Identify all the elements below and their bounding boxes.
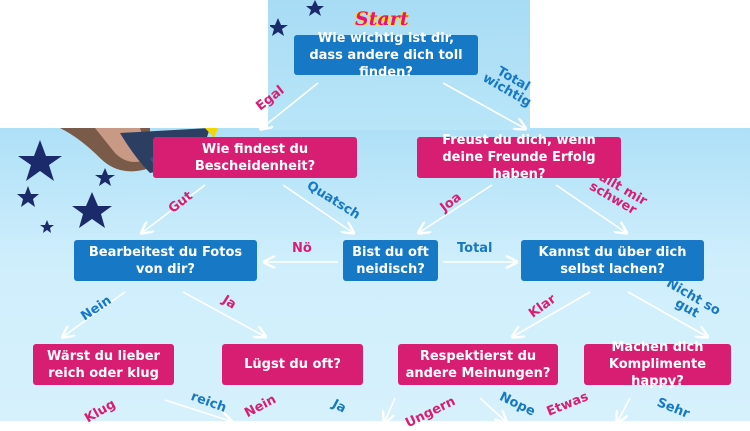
- question-box-q6: Kannst du über dich selbst lachen?: [521, 240, 704, 281]
- question-box-q10: Machen dich Komplimente happy?: [584, 340, 731, 389]
- question-box-q3: Freust du dich, wenn deine Freunde Erfol…: [417, 133, 621, 182]
- question-box-q1: Wie wichtig ist dir, dass andere dich to…: [294, 31, 478, 80]
- question-box-q7: Wärst du lieber reich oder klug: [33, 344, 174, 385]
- question-box-q2: Wie findest du Bescheidenheit?: [153, 137, 357, 178]
- answer-label-total: Total: [457, 241, 493, 256]
- question-box-q9: Respektierst du andere Meinungen?: [398, 344, 558, 385]
- answer-label-noe: Nö: [292, 241, 312, 256]
- question-box-q8: Lügst du oft?: [222, 344, 363, 385]
- question-box-q5: Bist du oft neidisch?: [343, 240, 438, 281]
- star-decoration: [270, 0, 324, 36]
- start-title: Start: [355, 8, 409, 30]
- question-box-q4: Bearbeitest du Fotos von dir?: [74, 240, 257, 281]
- flow-arrows: [0, 116, 750, 421]
